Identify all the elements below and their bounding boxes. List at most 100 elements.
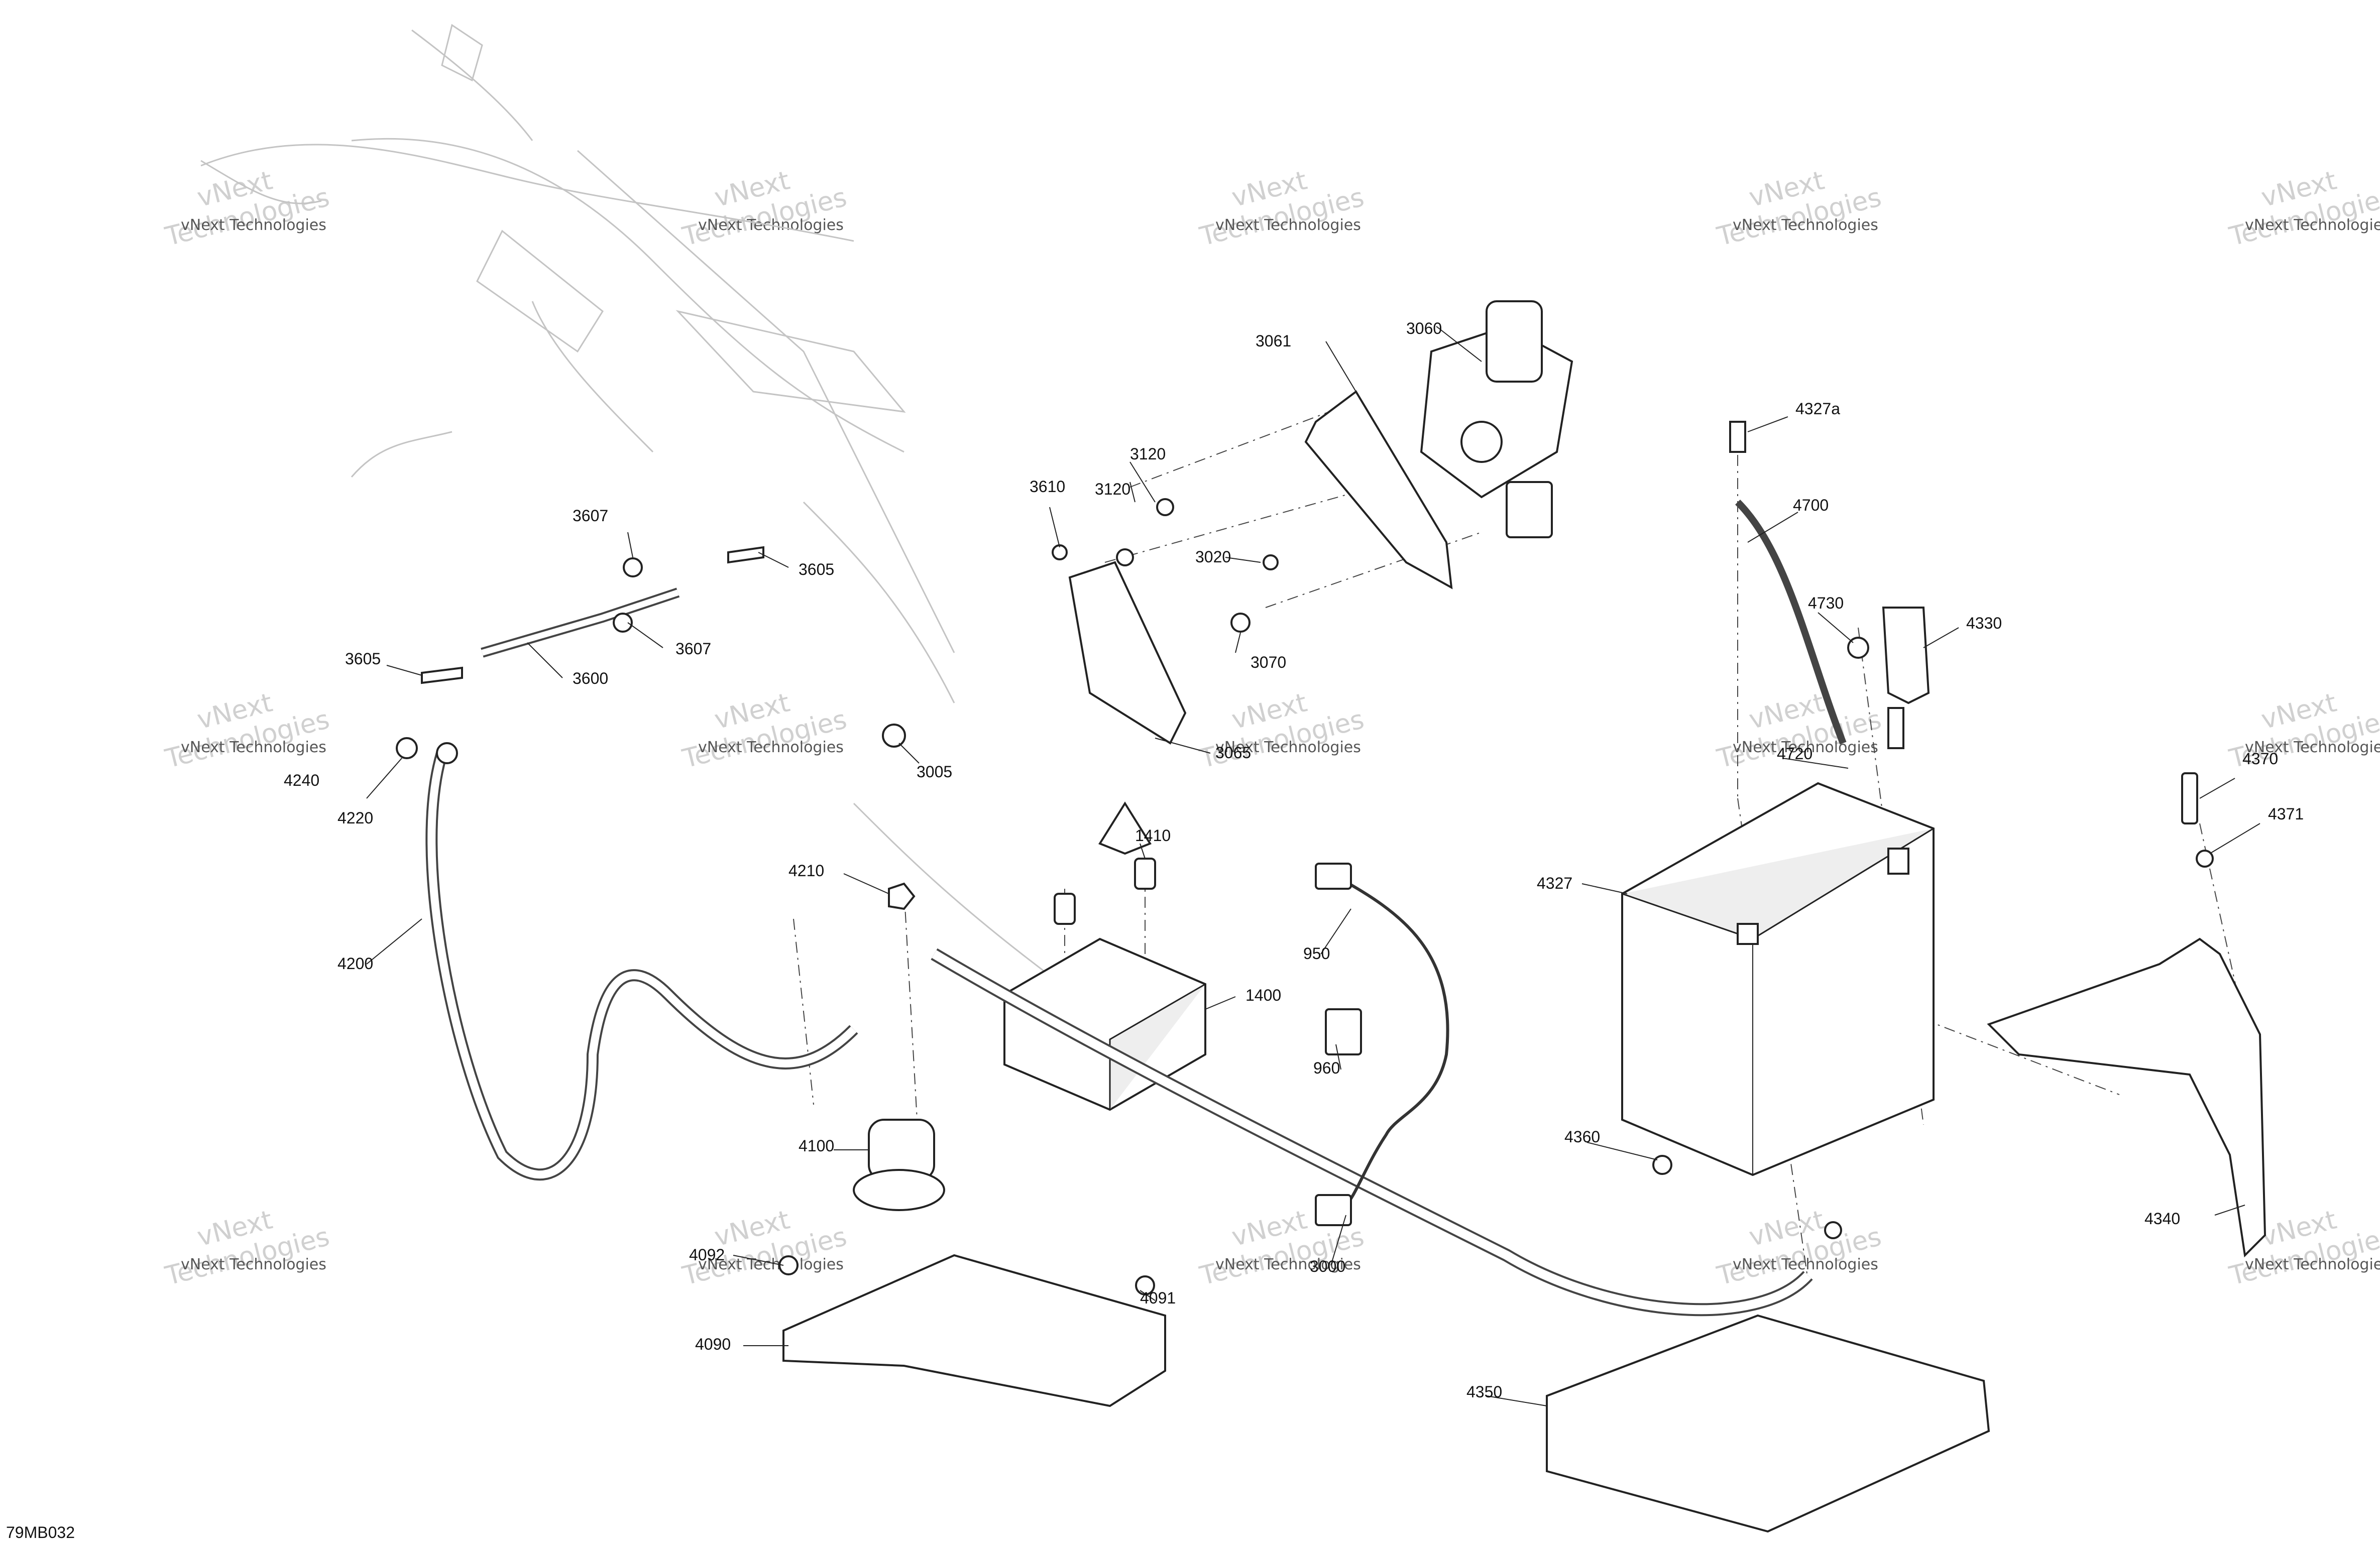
label-3065: 3065 bbox=[1215, 744, 1251, 762]
actuator-3060 bbox=[1420, 300, 1573, 538]
solenoid-4100 bbox=[853, 1119, 945, 1211]
label-4091: 4091 bbox=[1140, 1289, 1176, 1307]
bolt-1410a bbox=[1134, 858, 1156, 890]
connector-960 bbox=[1325, 1008, 1362, 1055]
label-4360: 4360 bbox=[1564, 1128, 1600, 1146]
label-4371: 4371 bbox=[2268, 805, 2304, 823]
bolt-3610 bbox=[1052, 544, 1068, 560]
label-4327: 4327 bbox=[1537, 874, 1572, 892]
label-3605a: 3605 bbox=[799, 560, 834, 578]
diagram-code: 79MB032 bbox=[6, 1523, 75, 1541]
bolt-3605b bbox=[421, 666, 463, 684]
label-4350: 4350 bbox=[1466, 1383, 1502, 1401]
label-3070: 3070 bbox=[1251, 653, 1286, 671]
svg-text:vNext Technologies: vNext Technologies bbox=[181, 216, 326, 234]
label-4240: 4240 bbox=[284, 771, 319, 789]
label-4700: 4700 bbox=[1793, 496, 1829, 514]
bolt-3020 bbox=[1263, 554, 1279, 570]
bolt-3605a bbox=[727, 546, 764, 564]
svg-text:vNext Technologies: vNext Technologies bbox=[698, 1256, 844, 1273]
washer-4371 bbox=[2196, 850, 2214, 868]
label-4720: 4720 bbox=[1777, 745, 1812, 763]
screw-4092 bbox=[778, 1255, 799, 1275]
cable-4200 bbox=[425, 751, 858, 1181]
svg-text:vNext Technologies: vNext Technologies bbox=[1215, 739, 1361, 756]
bolt-3120a bbox=[1116, 548, 1134, 566]
label-3060: 3060 bbox=[1406, 319, 1442, 337]
label-3600: 3600 bbox=[573, 669, 608, 687]
washer-4220 bbox=[436, 742, 458, 764]
bolt-1410b bbox=[1054, 893, 1076, 925]
svg-text:vNext Technologies: vNext Technologies bbox=[1733, 216, 1878, 234]
label-3607a: 3607 bbox=[573, 507, 608, 525]
fuse-block-3065 bbox=[1068, 561, 1187, 745]
label-1410: 1410 bbox=[1135, 826, 1171, 845]
label-4210: 4210 bbox=[788, 862, 824, 880]
label-4220: 4220 bbox=[337, 809, 373, 827]
label-4100: 4100 bbox=[799, 1137, 834, 1155]
label-950: 950 bbox=[1303, 944, 1330, 963]
svg-text:vNext Technologies: vNext Technologies bbox=[698, 739, 844, 756]
label-3061: 3061 bbox=[1256, 332, 1291, 350]
label-960: 960 bbox=[1313, 1059, 1340, 1077]
label-1400: 1400 bbox=[1245, 986, 1281, 1004]
label-3120b: 3120 bbox=[1095, 480, 1130, 498]
svg-text:vNext Technologies: vNext Technologies bbox=[2245, 739, 2380, 756]
label-3000: 3000 bbox=[1310, 1257, 1345, 1275]
bracket-4340 bbox=[1987, 937, 2266, 1258]
bracket-4090 bbox=[782, 1254, 1166, 1407]
svg-text:vNext Technologies: vNext Technologies bbox=[1733, 739, 1878, 756]
label-3607b: 3607 bbox=[675, 640, 711, 658]
callout-labels: 3000 3005 3020 3060 3061 3065 3070 3120 … bbox=[284, 319, 2304, 1401]
svg-text:vNext Technologies: vNext Technologies bbox=[2245, 216, 2380, 234]
bolt-3120b bbox=[1156, 498, 1174, 516]
leader-lines bbox=[366, 326, 2260, 1406]
label-4340: 4340 bbox=[2144, 1210, 2180, 1228]
nut-4240 bbox=[396, 737, 418, 759]
nut-3005 bbox=[882, 724, 906, 748]
label-3605b: 3605 bbox=[345, 650, 381, 668]
boot-4330 bbox=[1882, 607, 1930, 704]
label-3120a: 3120 bbox=[1130, 445, 1166, 463]
label-3005: 3005 bbox=[917, 763, 952, 781]
label-4200: 4200 bbox=[337, 955, 373, 973]
subharness-950 bbox=[1330, 872, 1449, 1207]
bolt-4370 bbox=[2181, 772, 2198, 824]
frame-background-drawing bbox=[200, 24, 1055, 980]
svg-text:vNext Technologies: vNext Technologies bbox=[181, 1256, 326, 1273]
svg-text:vNext Technologies: vNext Technologies bbox=[1215, 216, 1361, 234]
svg-text:vNext Technologies: vNext Technologies bbox=[2245, 1256, 2380, 1273]
label-3610: 3610 bbox=[1030, 478, 1065, 496]
label-4370: 4370 bbox=[2242, 750, 2278, 768]
part-shapes bbox=[396, 300, 2266, 1533]
nut-3607a bbox=[623, 557, 643, 577]
bolt-4720 bbox=[1887, 707, 1904, 749]
nut-3607b bbox=[613, 613, 633, 633]
label-4330: 4330 bbox=[1966, 614, 2002, 632]
label-4730: 4730 bbox=[1808, 594, 1844, 612]
rivet-4360 bbox=[1652, 1155, 1672, 1175]
svg-text:vNext Technologies: vNext Technologies bbox=[1215, 1256, 1361, 1273]
bolt-4327a bbox=[1729, 421, 1746, 453]
label-4092: 4092 bbox=[689, 1246, 725, 1264]
tray-4350 bbox=[1546, 1314, 1990, 1533]
nut-4210 bbox=[888, 882, 916, 910]
label-4327a: 4327a bbox=[1795, 400, 1840, 418]
bolt-3070 bbox=[1230, 613, 1251, 633]
screw-4091 bbox=[1135, 1275, 1155, 1295]
label-3020: 3020 bbox=[1195, 548, 1231, 566]
svg-text:vNext Technologies: vNext Technologies bbox=[181, 739, 326, 756]
label-4090: 4090 bbox=[695, 1335, 731, 1353]
battery-4327 bbox=[1621, 782, 1935, 1176]
cable-4700 bbox=[1735, 500, 1847, 745]
